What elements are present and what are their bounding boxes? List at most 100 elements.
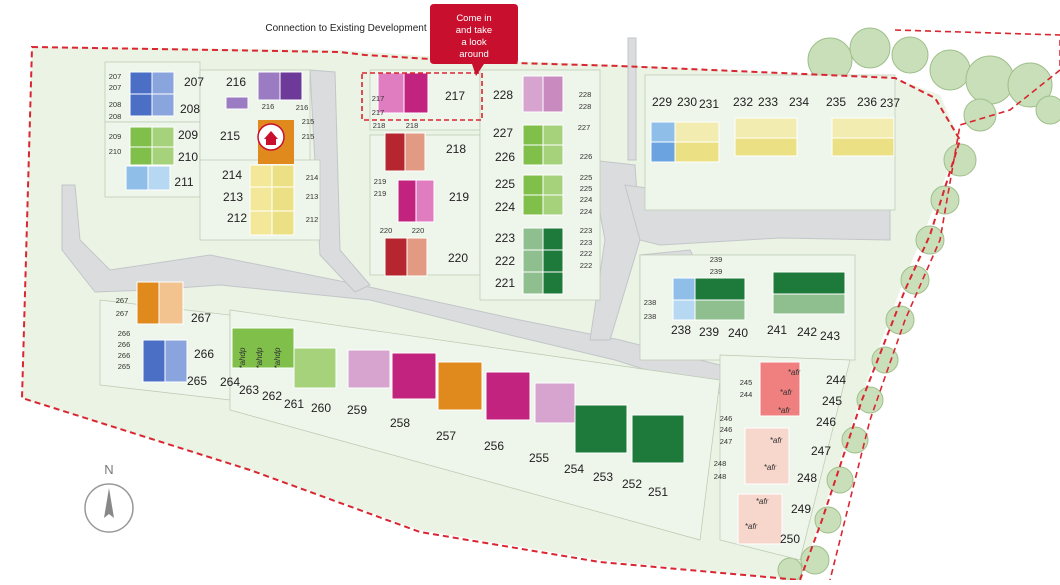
- plot-number-246: 246: [816, 415, 836, 429]
- plot-number-241: 241: [767, 323, 787, 337]
- tenure-tags: *ahdp*ahdp*ahdp*afr*afr*afr*afr*afr*afr*…: [238, 347, 801, 531]
- plot-number-207: 207: [184, 75, 204, 89]
- plot-number-210: 210: [178, 150, 198, 164]
- plot-number-249: 249: [791, 502, 811, 516]
- garage-label-238: 238: [644, 298, 657, 307]
- plot-number-213: 213: [223, 190, 243, 204]
- garage-label-223: 223: [580, 226, 593, 235]
- house: [542, 249, 564, 273]
- house: [164, 339, 188, 383]
- house: [831, 137, 895, 157]
- garage-label-218: 218: [373, 121, 386, 130]
- plot-number-230: 230: [677, 95, 697, 109]
- plot-number-245: 245: [822, 394, 842, 408]
- plot-number-261: 261: [284, 397, 304, 411]
- plot-number-240: 240: [728, 326, 748, 340]
- house: [772, 271, 846, 295]
- house: [151, 71, 175, 95]
- garage-label-216: 216: [296, 103, 309, 112]
- house: [744, 427, 790, 485]
- plot-number-209: 209: [178, 128, 198, 142]
- house: [225, 96, 249, 110]
- house: [542, 271, 564, 295]
- plot-number-219: 219: [449, 190, 469, 204]
- house: [129, 71, 153, 95]
- house: [674, 121, 720, 143]
- house: [384, 237, 408, 277]
- house: [542, 144, 564, 166]
- garage-label-225: 225: [580, 184, 593, 193]
- house: [347, 349, 391, 389]
- afr-tag: *afr: [780, 388, 793, 397]
- tree-belt: [777, 27, 1060, 583]
- plot-number-223: 223: [495, 231, 515, 245]
- house: [650, 121, 676, 143]
- garage-label-225: 225: [580, 173, 593, 182]
- house: [542, 124, 564, 146]
- house: [672, 299, 696, 321]
- house: [759, 361, 801, 417]
- house: [403, 72, 429, 114]
- house: [542, 194, 564, 216]
- garage-label-224: 224: [580, 195, 593, 204]
- house: [249, 164, 273, 188]
- plot-number-256: 256: [484, 439, 504, 453]
- house: [694, 277, 746, 301]
- house: [542, 227, 564, 251]
- garage-label-208: 208: [109, 100, 122, 109]
- callout-line-1: Come in: [456, 13, 491, 24]
- garage-label-267: 267: [116, 309, 129, 318]
- plot-number-253: 253: [593, 470, 613, 484]
- house: [293, 347, 337, 389]
- plot-number-231: 231: [699, 97, 719, 111]
- house: [151, 93, 175, 117]
- north-label: N: [104, 462, 113, 477]
- plot-number-208: 208: [180, 102, 200, 116]
- plot-number-217: 217: [445, 89, 465, 103]
- garage-label-228: 228: [579, 102, 592, 111]
- plot-number-264: 264: [220, 375, 240, 389]
- garage-label-266: 266: [118, 329, 131, 338]
- plot-number-229: 229: [652, 95, 672, 109]
- house: [574, 404, 628, 454]
- garage-label-246: 246: [720, 414, 733, 423]
- house: [125, 165, 149, 191]
- house: [672, 277, 696, 301]
- house: [694, 299, 746, 321]
- house: [136, 281, 160, 325]
- garage-label-220: 220: [380, 226, 393, 235]
- afr-tag: *afr: [764, 463, 777, 472]
- house: [129, 93, 153, 117]
- plot-number-224: 224: [495, 200, 515, 214]
- plot-number-242: 242: [797, 325, 817, 339]
- house: [485, 371, 531, 421]
- house: [271, 164, 295, 188]
- house: [542, 174, 564, 196]
- garage-label-223: 223: [580, 238, 593, 247]
- house: [249, 186, 273, 212]
- plot-number-262: 262: [262, 389, 282, 403]
- plot-number-212: 212: [227, 211, 247, 225]
- house: [271, 210, 295, 236]
- garage-label-224: 224: [580, 207, 593, 216]
- plot-number-237: 237: [880, 96, 900, 110]
- garage-label-222: 222: [580, 249, 593, 258]
- plot-number-243: 243: [820, 329, 840, 343]
- house: [406, 237, 428, 277]
- plot-number-258: 258: [390, 416, 410, 430]
- plot-number-211: 211: [174, 175, 193, 189]
- plot-number-259: 259: [347, 403, 367, 417]
- plot-number-254: 254: [564, 462, 584, 476]
- ahdp-tag: *ahdp: [238, 347, 247, 368]
- garage-label-215: 215: [302, 117, 315, 126]
- tree-belt-boundary: [829, 29, 1060, 581]
- garage-label-219: 219: [374, 189, 387, 198]
- house: [522, 227, 544, 251]
- garage-label-218: 218: [406, 121, 419, 130]
- house: [151, 146, 175, 166]
- callout-line-3: a look: [461, 37, 487, 48]
- house: [257, 71, 281, 101]
- ahdp-tag: *ahdp: [255, 347, 264, 368]
